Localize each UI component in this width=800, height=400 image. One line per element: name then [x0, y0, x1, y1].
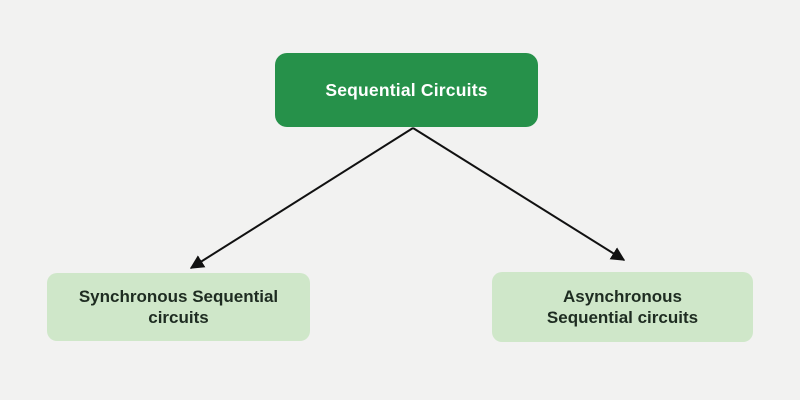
node-root-label: Sequential Circuits — [325, 79, 488, 100]
arrow-root-to-left — [189, 127, 414, 269]
node-asynchronous-sequential-circuits: Asynchronous Sequential circuits — [492, 272, 753, 342]
node-right-label-line2: Sequential circuits — [546, 308, 699, 327]
node-synchronous-sequential-circuits: Synchronous Sequential circuits — [47, 273, 310, 341]
node-right-label-line1: Asynchronous — [562, 287, 682, 306]
node-left-label-line1: Synchronous Sequential — [78, 287, 279, 306]
node-right-label: Asynchronous Sequential circuits — [533, 286, 712, 328]
arrow-root-to-right — [412, 127, 626, 261]
node-left-label: Synchronous Sequential circuits — [65, 286, 292, 328]
node-left-label-line2: circuits — [148, 308, 209, 327]
node-sequential-circuits: Sequential Circuits — [275, 53, 538, 127]
